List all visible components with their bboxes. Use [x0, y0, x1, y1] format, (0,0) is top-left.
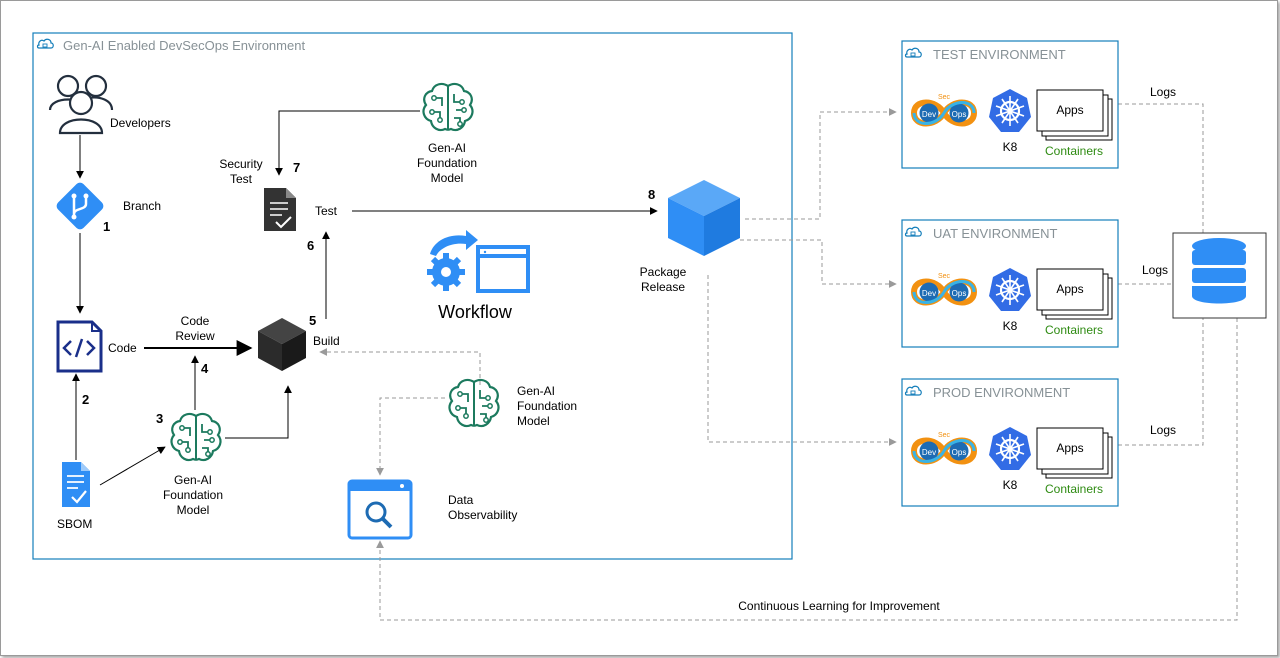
code-label: Code	[108, 341, 137, 355]
devops-ops-text: Ops	[952, 110, 967, 119]
build-label: Build	[313, 334, 340, 348]
data-observability-label-line1: Data	[448, 493, 474, 507]
step-8: 8	[648, 187, 655, 202]
genai-bottom-label-line2: Foundation	[163, 488, 223, 502]
test-label: Test	[315, 204, 338, 218]
security-test-document-icon	[264, 188, 296, 231]
k8-label: K8	[1003, 140, 1018, 154]
genai-bottom-label-line1: Gen-AI	[174, 473, 212, 487]
main-group-title: Gen-AI Enabled DevSecOps Environment	[63, 38, 305, 53]
kubernetes-icon	[987, 87, 1033, 134]
step-4: 4	[201, 361, 209, 376]
devops-ops-text: Ops	[952, 289, 967, 298]
apps-label: Apps	[1056, 441, 1083, 455]
kubernetes-icon	[987, 425, 1033, 472]
step-7: 7	[293, 160, 300, 175]
genai-top-brain-icon	[422, 82, 474, 132]
genai-top-label-line3: Model	[431, 171, 464, 185]
continuous-learning-label: Continuous Learning for Improvement	[738, 599, 940, 613]
branch-icon	[56, 182, 104, 230]
environment-title: TEST ENVIRONMENT	[933, 47, 1066, 62]
package-release-label-line2: Release	[641, 280, 685, 294]
genai-mid-label-line3: Model	[517, 414, 550, 428]
connectors	[72, 103, 1238, 621]
developers-label: Developers	[110, 116, 171, 130]
data-observability-icon	[347, 479, 413, 540]
genai-top-label-line2: Foundation	[417, 156, 477, 170]
branch-label: Branch	[123, 199, 161, 213]
code-review-label-line2: Review	[175, 329, 215, 343]
sbom-label: SBOM	[57, 517, 92, 531]
workflow-label: Workflow	[438, 302, 513, 322]
main-group: Gen-AI Enabled DevSecOps Environment	[32, 32, 793, 560]
package-release-label-line1: Package	[640, 265, 687, 279]
apps-label: Apps	[1056, 103, 1083, 117]
devops-dev-text: Dev	[922, 289, 936, 298]
genai-bottom-brain-icon	[170, 412, 222, 462]
k8-label: K8	[1003, 319, 1018, 333]
logs-label: Logs	[1150, 85, 1176, 99]
environment-title: PROD ENVIRONMENT	[933, 385, 1070, 400]
logs-label: Logs	[1150, 423, 1176, 437]
security-test-label-line2: Test	[230, 172, 253, 186]
step-1: 1	[103, 219, 110, 234]
data-observability-label-line2: Observability	[448, 508, 517, 522]
containers-label: Containers	[1045, 323, 1103, 337]
genai-bottom-label-line3: Model	[177, 503, 210, 517]
step-6: 6	[307, 238, 314, 253]
k8-label: K8	[1003, 478, 1018, 492]
sbom-document-icon	[62, 462, 90, 507]
devops-sec-text: Sec	[938, 273, 951, 280]
developers-icon	[48, 74, 114, 135]
step-5: 5	[309, 313, 316, 328]
genai-mid-label-line1: Gen-AI	[517, 384, 555, 398]
genai-mid-label-line2: Foundation	[517, 399, 577, 413]
code-icon	[56, 320, 103, 373]
genai-top-label-line1: Gen-AI	[428, 141, 466, 155]
environment-title: UAT ENVIRONMENT	[933, 226, 1058, 241]
containers-label: Containers	[1045, 482, 1103, 496]
devops-sec-text: Sec	[938, 94, 951, 101]
package-release-cube-icon	[668, 180, 740, 256]
devops-ops-text: Ops	[952, 448, 967, 457]
step-3: 3	[156, 411, 163, 426]
build-cube-icon	[258, 318, 306, 371]
database-icon	[1172, 232, 1267, 319]
security-test-label-line1: Security	[219, 157, 262, 171]
containers-label: Containers	[1045, 144, 1103, 158]
code-review-label-line1: Code	[181, 314, 210, 328]
devops-dev-text: Dev	[922, 448, 936, 457]
step-2: 2	[82, 392, 89, 407]
workflow-icon	[427, 230, 530, 293]
kubernetes-icon	[987, 266, 1033, 313]
devops-dev-text: Dev	[922, 110, 936, 119]
genai-mid-brain-icon	[448, 378, 500, 428]
devops-sec-text: Sec	[938, 432, 951, 439]
logs-label: Logs	[1142, 263, 1168, 277]
apps-label: Apps	[1056, 282, 1083, 296]
